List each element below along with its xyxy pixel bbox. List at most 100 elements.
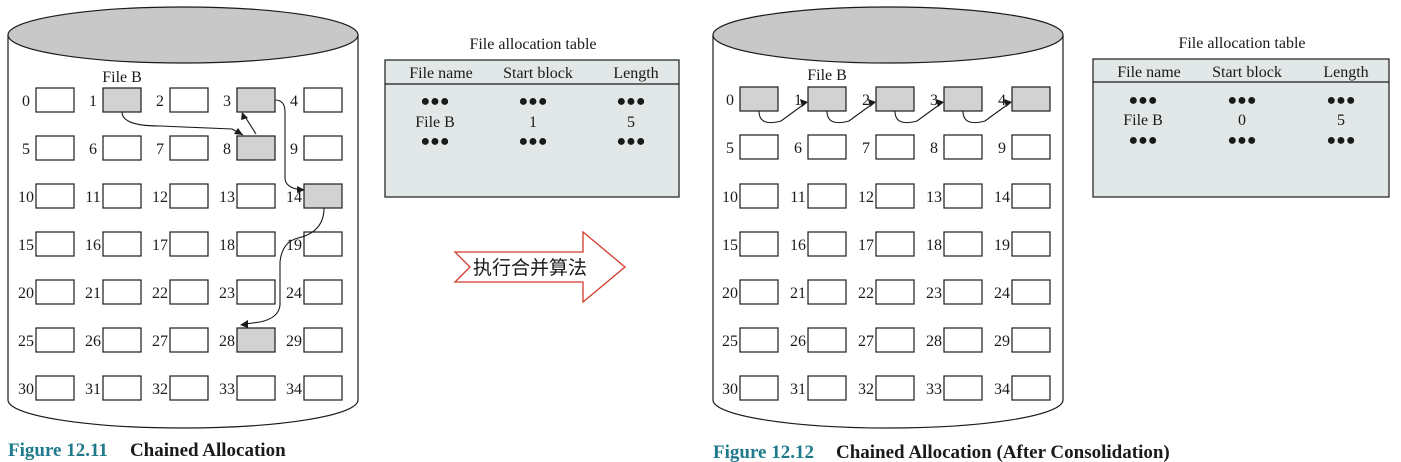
left-chain-arrows <box>121 99 325 328</box>
right-chain-arrowhead <box>936 99 944 107</box>
left-block-number-2: 2 <box>156 93 164 110</box>
left-block-8 <box>236 135 276 161</box>
right-block-number-12: 12 <box>858 189 874 206</box>
right-block-number-17: 17 <box>858 237 874 254</box>
right-block-number-24: 24 <box>994 285 1010 302</box>
left-block-11 <box>102 183 142 209</box>
left-block-number-34: 34 <box>286 381 302 398</box>
left-block-number-29: 29 <box>286 333 302 350</box>
left-block-14 <box>303 183 343 209</box>
right-block-33 <box>943 375 983 401</box>
left-block-number-12: 12 <box>152 189 168 206</box>
right-block-0 <box>739 86 779 112</box>
right-block-number-4: 4 <box>998 92 1006 109</box>
right-block-32 <box>875 375 915 401</box>
right-block-28 <box>943 327 983 353</box>
right-block-number-28: 28 <box>926 333 942 350</box>
ellipsis: ●●● <box>617 133 646 150</box>
left-block-3 <box>236 87 276 113</box>
ellipsis: ●●● <box>1129 92 1158 109</box>
right-fat: File allocation table File name Start bl… <box>1092 35 1390 198</box>
right-block-20 <box>739 279 779 305</box>
right-block-number-13: 13 <box>926 189 942 206</box>
right-block-number-11: 11 <box>790 189 805 206</box>
right-block-34 <box>1011 375 1051 401</box>
right-block-2 <box>875 86 915 112</box>
right-fat-header-name: File name <box>1117 64 1181 81</box>
ellipsis: ●●● <box>1228 132 1257 149</box>
left-block-20 <box>35 279 75 305</box>
right-block-number-6: 6 <box>794 140 802 157</box>
left-block-6 <box>102 135 142 161</box>
ellipsis: ●●● <box>421 133 450 150</box>
left-fat-header-start: Start block <box>503 65 573 82</box>
right-block-18 <box>943 231 983 257</box>
right-file-label: File B <box>807 67 847 84</box>
left-block-number-14: 14 <box>286 189 302 206</box>
right-caption: Figure 12.12 Chained Allocation (After C… <box>713 442 1170 462</box>
left-file-label: File B <box>102 69 142 86</box>
right-block-3 <box>943 86 983 112</box>
left-block-number-6: 6 <box>89 141 97 158</box>
right-block-number-10: 10 <box>722 189 738 206</box>
right-block-number-3: 3 <box>930 92 938 109</box>
right-caption-text: Chained Allocation (After Consolidation) <box>836 442 1170 462</box>
left-block-23 <box>236 279 276 305</box>
left-block-31 <box>102 375 142 401</box>
right-block-15 <box>739 231 779 257</box>
left-block-34 <box>303 375 343 401</box>
arrow-label: 执行合并算法 <box>473 257 587 279</box>
left-block-30 <box>35 375 75 401</box>
right-block-25 <box>739 327 779 353</box>
left-block-13 <box>236 183 276 209</box>
right-block-12 <box>875 183 915 209</box>
left-block-28 <box>236 327 276 353</box>
right-block-23 <box>943 279 983 305</box>
right-block-number-15: 15 <box>722 237 738 254</box>
left-block-17 <box>169 231 209 257</box>
right-block-number-19: 19 <box>994 237 1010 254</box>
left-block-number-24: 24 <box>286 285 302 302</box>
left-block-16 <box>102 231 142 257</box>
left-block-number-22: 22 <box>152 285 168 302</box>
right-block-11 <box>807 183 847 209</box>
left-disk <box>7 6 359 429</box>
right-block-number-8: 8 <box>930 140 938 157</box>
ellipsis: ●●● <box>617 93 646 110</box>
left-block-19 <box>303 231 343 257</box>
ellipsis: ●●● <box>519 133 548 150</box>
right-block-number-18: 18 <box>926 237 942 254</box>
left-fat-row-start: 1 <box>529 114 537 131</box>
left-block-1 <box>102 87 142 113</box>
right-block-21 <box>807 279 847 305</box>
left-fat-row-length: 5 <box>627 114 635 131</box>
left-block-27 <box>169 327 209 353</box>
left-block-21 <box>102 279 142 305</box>
right-block-number-21: 21 <box>790 285 806 302</box>
left-block-7 <box>169 135 209 161</box>
right-block-number-31: 31 <box>790 381 806 398</box>
right-fat-row-length: 5 <box>1337 112 1345 129</box>
left-block-25 <box>35 327 75 353</box>
left-block-number-17: 17 <box>152 237 168 254</box>
right-block-number-0: 0 <box>726 92 734 109</box>
right-block-22 <box>875 279 915 305</box>
left-block-18 <box>236 231 276 257</box>
left-caption-number: Figure 12.11 <box>8 440 108 461</box>
left-block-number-32: 32 <box>152 381 168 398</box>
right-block-14 <box>1011 183 1051 209</box>
left-block-22 <box>169 279 209 305</box>
left-block-number-4: 4 <box>290 93 298 110</box>
left-block-29 <box>303 327 343 353</box>
right-block-4 <box>1011 86 1051 112</box>
left-block-number-25: 25 <box>18 333 34 350</box>
right-block-16 <box>807 231 847 257</box>
left-block-5 <box>35 135 75 161</box>
ellipsis: ●●● <box>1327 132 1356 149</box>
left-block-number-28: 28 <box>219 333 235 350</box>
left-block-number-10: 10 <box>18 189 34 206</box>
right-block-number-23: 23 <box>926 285 942 302</box>
right-block-24 <box>1011 279 1051 305</box>
right-block-number-7: 7 <box>862 140 870 157</box>
